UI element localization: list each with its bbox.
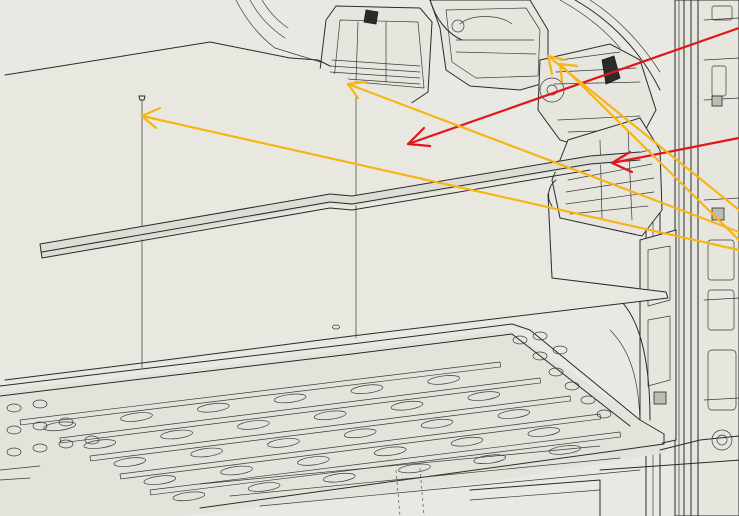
tray-hole xyxy=(58,439,74,449)
tray-slot-oval xyxy=(390,400,424,411)
tray-slot xyxy=(119,413,601,480)
tray-slot-oval xyxy=(297,456,330,466)
tray-slot-oval xyxy=(350,384,384,394)
tray-slot-oval xyxy=(113,457,147,467)
tray-hole xyxy=(32,421,48,431)
tray-hole xyxy=(32,399,48,409)
red-arrow-1 xyxy=(406,26,739,146)
tray-hole xyxy=(564,381,580,391)
tray-slot-oval xyxy=(172,491,206,502)
tray-hole xyxy=(548,367,564,377)
tray-slot-oval xyxy=(420,418,454,429)
background-machinery xyxy=(235,0,739,516)
tray-slot-oval xyxy=(313,410,347,421)
tray-slot-oval xyxy=(190,447,223,458)
bottom-tray xyxy=(0,323,739,516)
tray-hole xyxy=(84,435,100,445)
tray-hole xyxy=(512,335,528,345)
tray-hole xyxy=(6,403,22,413)
tray-hole xyxy=(6,425,22,435)
tray-slot-oval xyxy=(398,463,431,474)
tray-slot-oval xyxy=(497,409,531,419)
tray-slot-oval xyxy=(220,465,253,476)
red-arrow-2-head xyxy=(610,150,634,174)
tray-hole xyxy=(552,345,568,355)
yellow-arrow-2 xyxy=(346,82,739,234)
tray-slot-oval xyxy=(273,393,307,404)
sheet-panel xyxy=(4,41,669,381)
tray-slot-oval xyxy=(467,391,501,401)
tray-hole xyxy=(532,351,548,361)
tray-slot-oval xyxy=(473,454,506,464)
yellow-arrow-4-head xyxy=(558,62,579,84)
yellow-arrow-3-head xyxy=(546,54,567,76)
tray-slot xyxy=(19,361,501,426)
tray-slot-oval xyxy=(343,428,377,439)
yellow-arrow-4 xyxy=(558,62,739,242)
tray-slot-oval xyxy=(427,375,460,385)
tray-slot-oval xyxy=(160,429,193,440)
tray-hole xyxy=(580,395,596,405)
yellow-arrow-2-head xyxy=(346,80,368,100)
tray-slot-oval xyxy=(143,475,177,485)
yellow-arrow-3 xyxy=(546,54,739,212)
tray-hole xyxy=(532,331,548,341)
tray-slots xyxy=(19,361,621,502)
tray-hole xyxy=(596,409,612,419)
tray-slot-oval xyxy=(120,412,153,422)
tray-slot xyxy=(149,431,621,496)
red-arrow-1-head xyxy=(406,126,432,148)
tray-holes xyxy=(6,331,612,457)
tray-hole xyxy=(58,417,74,427)
tray-slot xyxy=(89,395,571,462)
tray-slot-oval xyxy=(237,420,270,430)
tray-slot-oval xyxy=(373,446,407,457)
tray-slot-oval xyxy=(527,427,561,437)
yellow-arrow-1 xyxy=(140,114,739,252)
tray-hole xyxy=(32,443,48,453)
red-arrow-2 xyxy=(610,136,739,165)
yellow-arrow-1-head xyxy=(140,106,162,130)
tray-hole xyxy=(6,447,22,457)
tray-slot-oval xyxy=(247,482,281,492)
tray-slot-oval xyxy=(450,436,484,447)
tray-slot-oval xyxy=(267,438,300,448)
annotation-arrows xyxy=(140,26,739,252)
tray-slot-oval xyxy=(323,472,356,483)
tray-slot-oval xyxy=(197,402,230,413)
